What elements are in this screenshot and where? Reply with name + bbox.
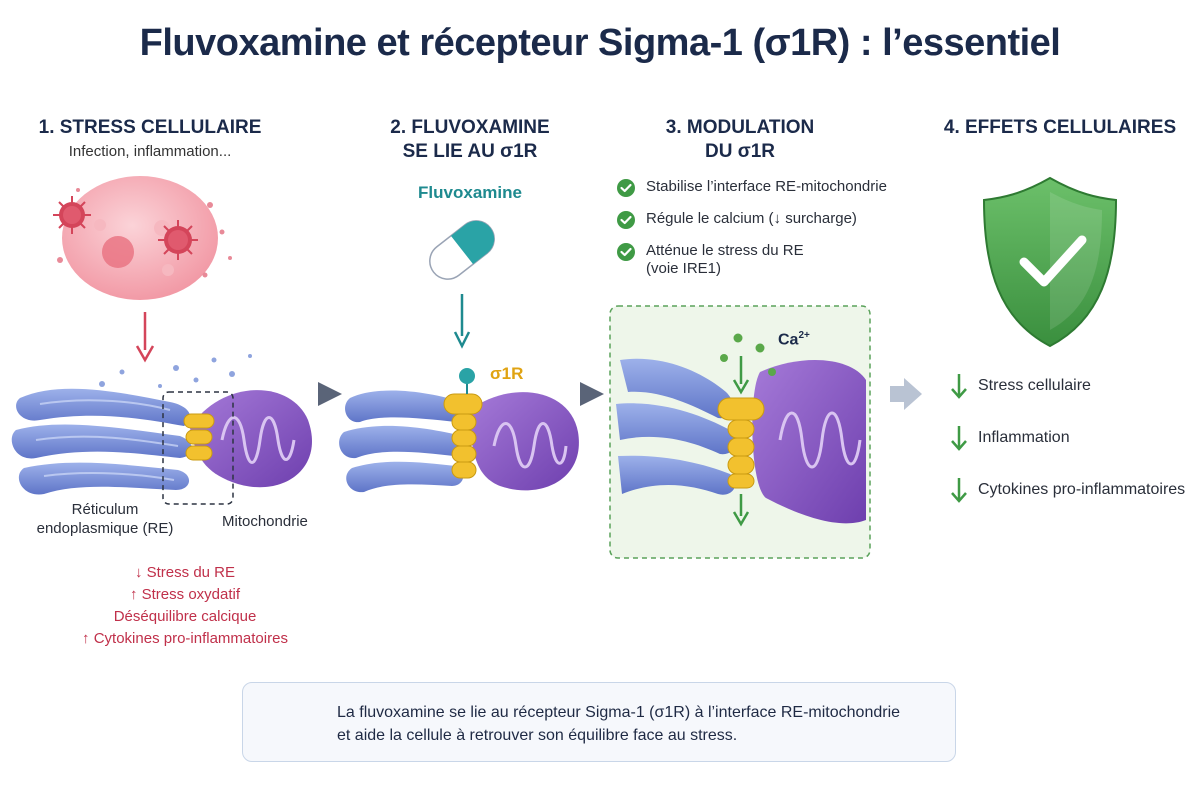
check-circle-icon	[617, 211, 635, 229]
summary-text: La fluvoxamine se lie au récepteur Sigma…	[337, 701, 947, 747]
mitochondria-step2	[470, 392, 579, 491]
summary-box: La fluvoxamine se lie au récepteur Sigma…	[242, 682, 956, 762]
receptor-label: σ1R	[490, 364, 524, 383]
effect-label: Stress cellulaire	[978, 377, 1091, 394]
interface-highlight-box	[162, 391, 234, 505]
step1-title-line1: 1. STRESS CELLULAIRE	[38, 117, 262, 138]
drug-label: Fluvoxamine	[418, 183, 522, 202]
receptor-step2	[443, 393, 483, 479]
er-label-line1: Réticulum	[71, 501, 139, 518]
step2-title-line2: SE LIE AU σ1R	[402, 141, 538, 162]
shield-check-icon	[982, 176, 1118, 348]
stress-effect-item: ↓ Stress du RE	[134, 564, 236, 581]
calcium-label: Ca2+	[778, 330, 810, 349]
calcium-ions	[720, 333, 776, 376]
ligand-ball	[459, 368, 475, 384]
check-text: Atténue le stress du RE	[646, 242, 804, 259]
check-text: Stabilise l’interface RE-mitochondrie	[646, 178, 887, 195]
effect-item: Cytokines pro-inflammatoires	[948, 476, 1198, 504]
stressed-cell	[62, 176, 218, 300]
effect-item: Stress cellulaire	[948, 372, 1198, 400]
er-structure-step1	[11, 388, 193, 495]
check-text: Régule le calcium (↓ surcharge)	[646, 210, 857, 227]
capsule-icon	[429, 220, 495, 280]
step1-subtitle: Infection, inflammation...	[68, 143, 232, 160]
step1-title: 1. STRESS CELLULAIRE	[30, 116, 270, 140]
step3-title-line1: 3. MODULATION	[665, 117, 815, 138]
stress-effects-list: ↓ Stress du RE ↑ Stress oxydatif Déséqui…	[30, 562, 340, 650]
check-item: Régule le calcium (↓ surcharge)	[616, 210, 916, 230]
calcium-in-arrow	[732, 356, 750, 395]
cell-effects-list: Stress cellulaire Inflammation Cytokines…	[948, 372, 1198, 528]
summary-line1: La fluvoxamine se lie au récepteur Sigma…	[337, 704, 901, 721]
stress-down-arrow	[135, 312, 155, 363]
calcium-charge: 2+	[798, 330, 810, 341]
effect-label: Cytokines pro-inflammatoires	[978, 481, 1186, 498]
check-circle-icon	[617, 243, 635, 261]
effect-label: Inflammation	[978, 429, 1070, 446]
er-structure-step3	[616, 358, 736, 495]
modulation-checklist: Stabilise l’interface RE-mitochondrie Ré…	[616, 178, 916, 290]
cell-particles	[57, 188, 232, 278]
stress-effect-item: ↑ Cytokines pro-inflammatoires	[82, 630, 288, 647]
step2-title: 2. FLUVOXAMINE SE LIE AU σ1R	[360, 116, 580, 164]
effect-item: Inflammation	[948, 424, 1198, 452]
er-label-line2: endoplasmique (RE)	[36, 520, 174, 537]
drug-binding-arrow	[453, 294, 471, 349]
er-label: Réticulum endoplasmique (RE)	[30, 500, 180, 538]
virus-icon	[53, 196, 91, 234]
stress-effect-item: Déséquilibre calcique	[113, 608, 257, 625]
step3-title: 3. MODULATION DU σ1R	[630, 116, 850, 164]
check-item: Stabilise l’interface RE-mitochondrie	[616, 178, 916, 198]
check-text-line2: (voie IRE1)	[646, 260, 722, 277]
mitochondria-step3	[752, 360, 866, 524]
scatter-dots	[99, 354, 252, 388]
down-arrow-icon	[951, 426, 967, 451]
stress-effect-item: ↑ Stress oxydatif	[129, 586, 241, 603]
down-arrow-icon	[951, 374, 967, 399]
calcium-out-arrow	[732, 494, 750, 527]
virus-icon	[158, 220, 198, 260]
step2-title-line1: 2. FLUVOXAMINE	[390, 117, 550, 138]
check-circle-icon	[617, 179, 635, 197]
receptor-step3	[717, 397, 765, 489]
receptor-step1	[183, 413, 215, 461]
step4-title: 4. EFFETS CELLULAIRES	[930, 116, 1190, 140]
step4-title-line1: 4. EFFETS CELLULAIRES	[943, 117, 1177, 138]
down-arrow-icon	[951, 478, 967, 503]
flow-arrow-3	[890, 378, 922, 410]
calcium-symbol: Ca	[778, 331, 799, 349]
mito-label: Mitochondrie	[222, 513, 308, 530]
check-item: Atténue le stress du RE (voie IRE1)	[616, 242, 916, 278]
summary-line2: et aide la cellule à retrouver son équil…	[337, 727, 738, 744]
mitochondria-step1	[190, 390, 312, 488]
step3-title-line2: DU σ1R	[704, 141, 775, 162]
page-title: Fluvoxamine et récepteur Sigma-1 (σ1R) :…	[139, 22, 1061, 64]
er-structure-step2	[339, 390, 467, 493]
